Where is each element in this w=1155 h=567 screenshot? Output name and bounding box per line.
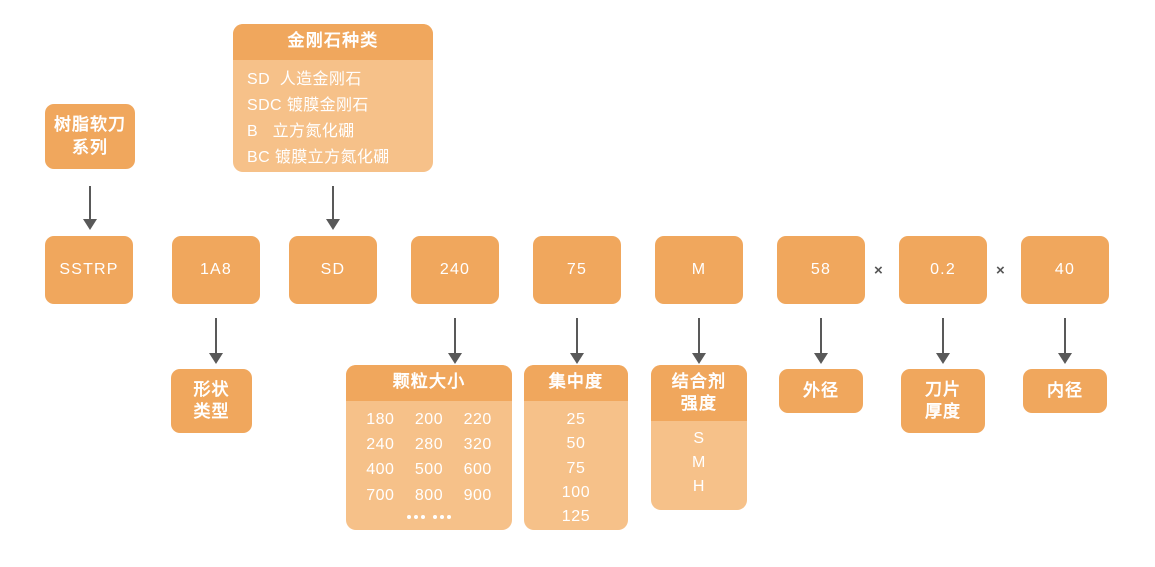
concentration-value: 75	[566, 459, 586, 477]
diamond-type-header: 金刚石种类	[233, 24, 433, 60]
grain-size-values: 180 200 220 240 280 320 400 500 600 700 …	[346, 401, 512, 530]
code-value: 40	[1054, 261, 1076, 279]
series-box-line-1: 树脂软刀	[54, 115, 126, 135]
bond-strength-header: 结合剂 强度	[651, 365, 747, 422]
code-value: 1A8	[199, 261, 233, 279]
code-value: M	[691, 261, 707, 279]
arrow-down-series	[82, 186, 98, 230]
grain-size-value: 200	[414, 410, 444, 428]
grain-size-value: 180	[366, 410, 395, 428]
series-box: 树脂软刀 系列	[45, 104, 135, 169]
grain-size-value: 280	[414, 436, 444, 454]
arrow-down-thickness	[935, 318, 951, 364]
code-box-inner-diameter[interactable]: 40	[1021, 236, 1109, 304]
outer-diameter-label: 外径	[803, 380, 839, 400]
diamond-type-item: SD 人造金刚石	[247, 70, 362, 88]
diamond-type-item: B 立方氮化硼	[247, 122, 355, 140]
code-value: 75	[566, 261, 588, 279]
code-box-shape[interactable]: 1A8	[172, 236, 260, 304]
grain-size-value: 600	[463, 461, 492, 479]
multiply-separator-2: ×	[996, 262, 1005, 279]
multiply-separator-1: ×	[874, 262, 883, 279]
diamond-type-item: SDC 镀膜金刚石	[247, 96, 369, 114]
concentration-value: 25	[566, 410, 586, 428]
code-value: 0.2	[930, 261, 956, 279]
diamond-type-item: BC 镀膜立方氮化硼	[247, 148, 390, 166]
code-box-grit[interactable]: 240	[411, 236, 499, 304]
concentration-value: 50	[566, 435, 586, 453]
arrow-down-diamond-type	[325, 186, 341, 230]
inner-diameter-box: 内径	[1023, 369, 1107, 413]
shape-type-box: 形状 类型	[171, 369, 252, 433]
series-box-line-2: 系列	[72, 137, 108, 157]
bond-strength-header-line-1: 结合剂	[671, 372, 727, 391]
arrow-down-outer-diameter	[813, 318, 829, 364]
code-box-bond[interactable]: M	[655, 236, 743, 304]
bond-strength-value: M	[692, 454, 706, 472]
grain-size-value: 240	[366, 436, 395, 454]
code-box-concentration[interactable]: 75	[533, 236, 621, 304]
concentration-header: 集中度	[524, 365, 628, 401]
shape-type-line-2: 类型	[193, 402, 230, 421]
code-value: 240	[439, 261, 471, 279]
grain-size-value: 700	[366, 486, 395, 504]
arrow-down-concentration	[569, 318, 585, 364]
grain-size-value: 500	[414, 461, 444, 479]
concentration-value: 100	[561, 483, 591, 501]
grain-size-value: 900	[463, 486, 492, 504]
grain-size-value: 800	[414, 486, 444, 504]
diamond-type-list: SD 人造金刚石 SDC 镀膜金刚石 B 立方氮化硼 BC 镀膜立方氮化硼	[233, 60, 433, 172]
code-value: SSTRP	[59, 261, 119, 279]
arrow-down-shape	[208, 318, 224, 364]
grain-size-value: 320	[463, 436, 492, 454]
grain-size-value: 400	[366, 461, 395, 479]
bond-strength-values: S M H	[651, 421, 747, 510]
shape-type-line-1: 形状	[193, 379, 230, 399]
bond-strength-value: H	[692, 478, 706, 496]
grain-size-panel: 颗粒大小 180 200 220 240 280 320 400 500 600…	[346, 365, 512, 530]
grain-size-value: 220	[463, 410, 492, 428]
code-box-series[interactable]: SSTRP	[45, 236, 133, 304]
concentration-values: 25 50 75 100 125	[524, 401, 628, 530]
concentration-value: 125	[561, 508, 591, 526]
arrow-down-inner-diameter	[1057, 318, 1073, 364]
grain-size-ellipsis	[356, 509, 502, 527]
bond-strength-panel: 结合剂 强度 S M H	[651, 365, 747, 510]
diamond-type-panel: 金刚石种类 SD 人造金刚石 SDC 镀膜金刚石 B 立方氮化硼 BC 镀膜立方…	[233, 24, 433, 172]
arrow-down-bond	[691, 318, 707, 364]
concentration-panel: 集中度 25 50 75 100 125	[524, 365, 628, 530]
arrow-down-grit	[447, 318, 463, 364]
code-box-thickness[interactable]: 0.2	[899, 236, 987, 304]
thickness-line-1: 刀片	[925, 379, 961, 399]
outer-diameter-box: 外径	[779, 369, 863, 413]
bond-strength-value: S	[693, 430, 705, 448]
code-box-abrasive[interactable]: SD	[289, 236, 377, 304]
code-value: SD	[320, 261, 346, 279]
code-box-outer-diameter[interactable]: 58	[777, 236, 865, 304]
grain-size-header: 颗粒大小	[346, 365, 512, 401]
thickness-line-2: 厚度	[925, 402, 961, 421]
thickness-box: 刀片 厚度	[901, 369, 985, 433]
bond-strength-header-line-2: 强度	[680, 394, 718, 414]
code-value: 58	[810, 261, 832, 279]
inner-diameter-label: 内径	[1047, 380, 1083, 400]
